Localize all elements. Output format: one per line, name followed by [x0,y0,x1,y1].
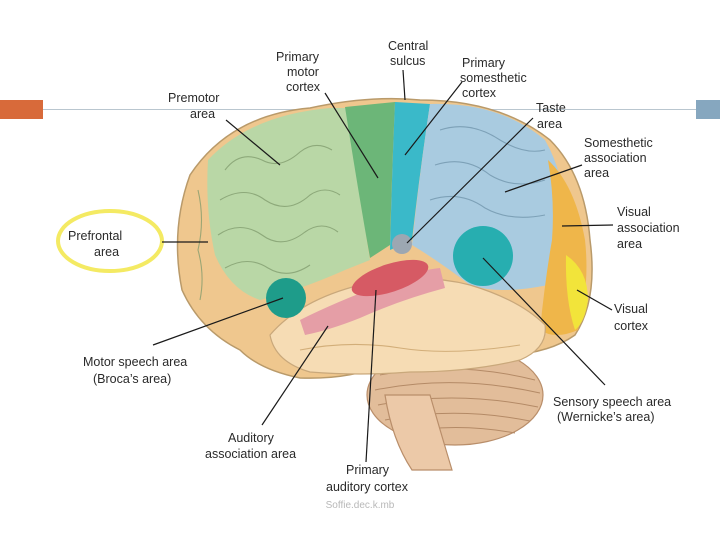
label-motor-speech-area: Motor speech area (Broca’s area) [83,355,191,386]
temporal-folds [299,343,521,352]
label-visual-cortex: Visual cortex [614,302,651,333]
label-primary-auditory-cortex: Primary auditory cortex [326,463,409,494]
slide-accent-bar-right [696,100,720,119]
brainstem [384,394,453,471]
label-somesthetic-association-area: Somesthetic association area [584,136,656,180]
taste-area-marker [392,234,412,254]
label-taste-area: Taste area [536,101,569,131]
label-visual-association-area: Visual association area [617,205,683,251]
primary-auditory-region [351,259,429,297]
label-primary-motor-cortex: Primary motor cortex [276,50,323,94]
label-sensory-speech-area: Sensory speech area (Wernicke’s area) [553,395,675,424]
label-central-sulcus: Central sulcus [388,39,432,68]
premotor-region [207,108,370,300]
slide-footer: Soffie.dec.k.mb [325,500,395,511]
primary-motor-region [345,102,395,258]
primary-somesthetic-region [390,102,430,250]
label-premotor-area: Premotor area [168,91,223,121]
broca-area-marker [266,278,306,318]
wernicke-area-marker [453,226,513,286]
visual-cortex-region [565,255,588,330]
cortex-folds [197,144,341,301]
label-auditory-association-area: Auditory association area [205,431,296,461]
slide-accent-bar-left [0,100,43,119]
label-prefrontal-area: Prefrontal area [68,229,126,259]
leader-lines [152,69,614,463]
label-primary-somesthetic-cortex: Primary somesthetic cortex [460,56,530,100]
prefrontal-highlight-ring [56,209,164,273]
